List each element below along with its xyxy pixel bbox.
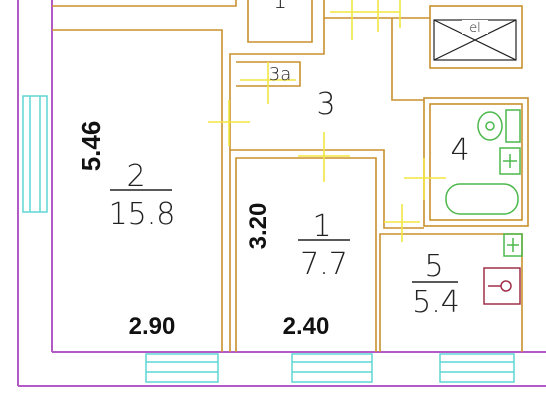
room-5-number: 5 [424, 249, 443, 284]
room-1-number: 1 [312, 209, 331, 244]
room-2-area: 15.8 [109, 197, 176, 232]
room-1-height-dimension: 3.20 [245, 203, 272, 250]
electrical-panel-icon: el [433, 19, 517, 61]
room-1-width-dimension: 2.40 [283, 313, 330, 340]
kitchen-outlet-icon [503, 233, 523, 257]
room-5-area: 5.4 [412, 285, 460, 320]
bottom-window-middle [291, 353, 373, 383]
bathtub-icon [445, 147, 521, 215]
ceiling-light-markers [208, 0, 446, 242]
room-4-number: 4 [450, 133, 469, 168]
room-walls [52, 0, 529, 352]
outer-wall-outline [17, 0, 546, 387]
room-2-height-dimension: 5.46 [76, 121, 106, 172]
left-window [22, 95, 48, 213]
bottom-window-left [145, 353, 219, 383]
stove-icon [483, 267, 521, 305]
room-2-width-dimension: 2.90 [129, 313, 176, 340]
panel-label: el [469, 21, 481, 36]
room-3a-number: 3a [269, 64, 291, 85]
room-1-area: 7.7 [300, 247, 348, 282]
room-3-number: 3 [316, 87, 335, 122]
sink-icon [477, 109, 521, 143]
top-room-label: 1 [273, 0, 287, 14]
room-2-number: 2 [126, 159, 145, 194]
bottom-window-right [439, 353, 515, 383]
